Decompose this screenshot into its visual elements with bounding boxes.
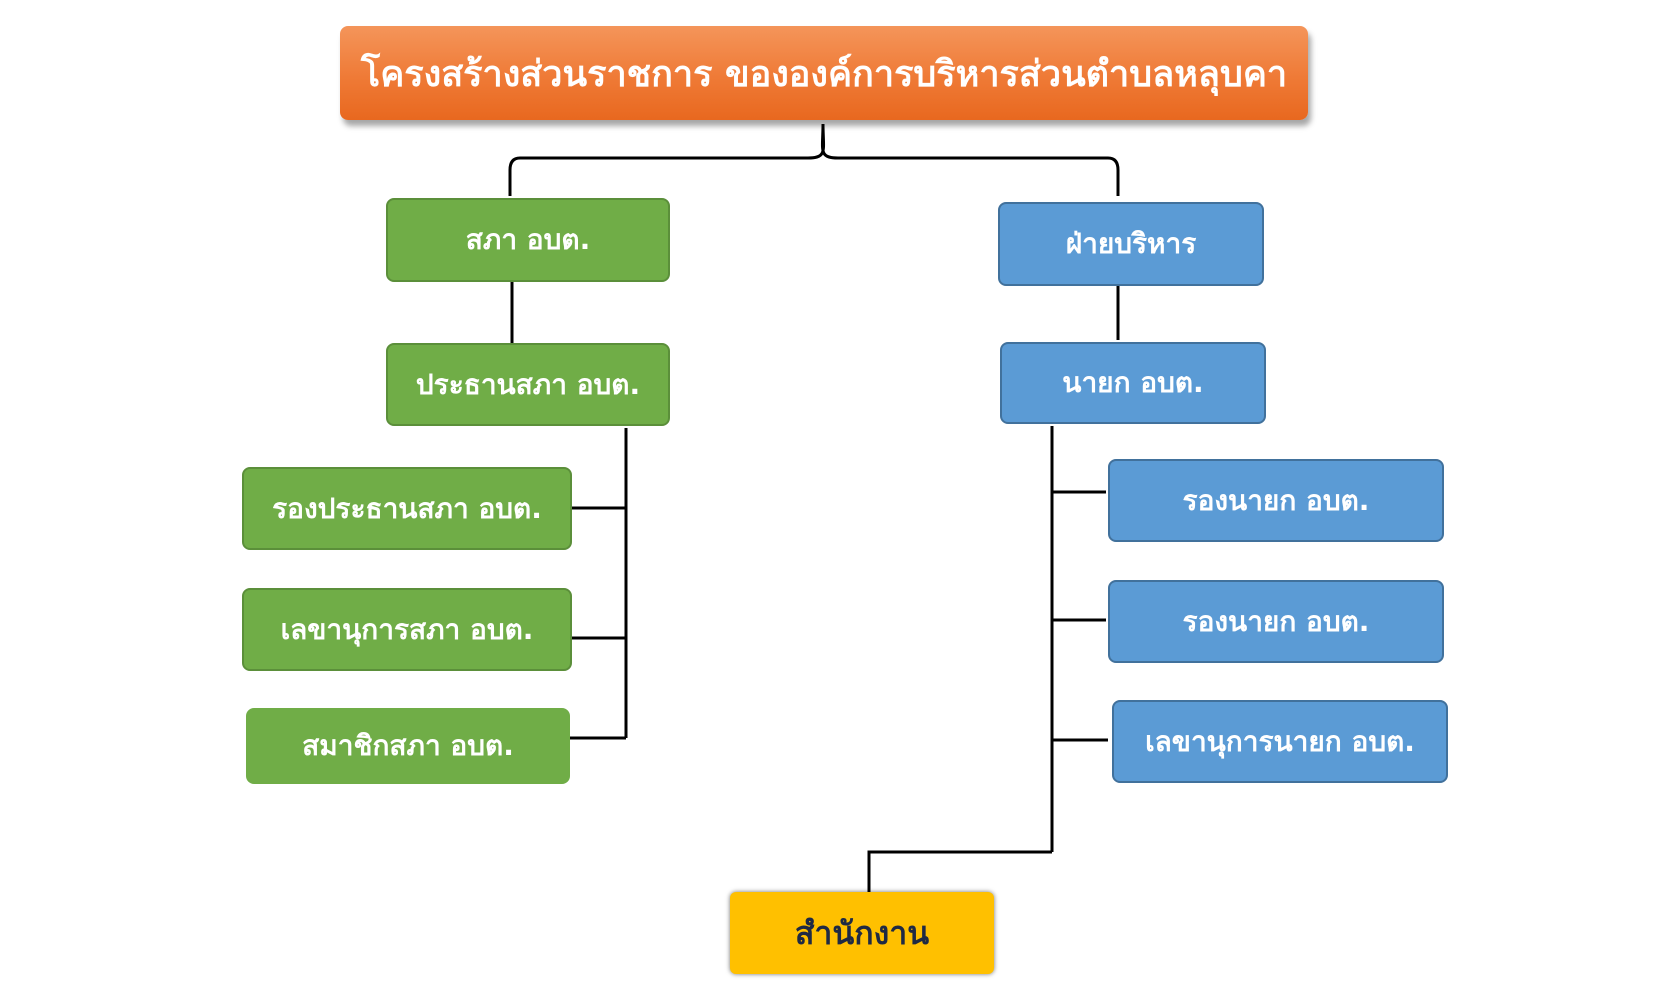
council-president-box: ประธานสภา อบต. bbox=[386, 343, 670, 426]
office-box: สำนักงาน bbox=[730, 892, 994, 974]
executive-box: ฝ่ายบริหาร bbox=[998, 202, 1264, 286]
council-secretary-box: เลขานุการสภา อบต. bbox=[242, 588, 572, 671]
top-brace-connector bbox=[508, 123, 826, 196]
mayor-box: นายก อบต. bbox=[1000, 342, 1266, 424]
council-vice-president-box: รองประธานสภา อบต. bbox=[242, 467, 572, 550]
org-chart-title: โครงสร้างส่วนราชการ ขององค์การบริหารส่วน… bbox=[340, 26, 1308, 120]
office-connector bbox=[867, 850, 1052, 892]
council-members-box: สมาชิกสภา อบต. bbox=[246, 708, 570, 784]
mayor-secretary-box: เลขานุการนายก อบต. bbox=[1112, 700, 1448, 783]
council-box: สภา อบต. bbox=[386, 198, 670, 282]
top-brace-connector-right bbox=[820, 123, 1120, 196]
deputy-mayor-2-box: รองนายก อบต. bbox=[1108, 580, 1444, 663]
deputy-mayor-1-box: รองนายก อบต. bbox=[1108, 459, 1444, 542]
